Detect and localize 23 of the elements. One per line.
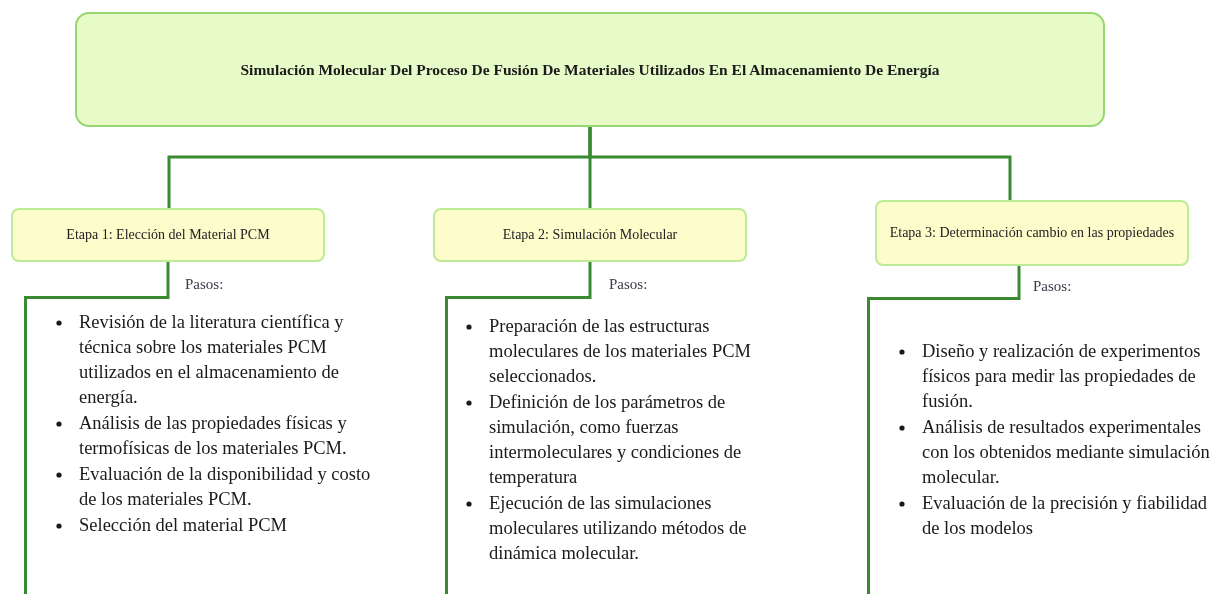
bullet-item: Análisis de las propiedades físicas y termofísicas de los materiales PCM. <box>79 412 348 460</box>
bullet-item: Definición de los parámetros de simulación, como fuerzas intermoleculares y condiciones de temperatura <box>489 391 743 489</box>
connector-line <box>588 127 1012 200</box>
bullet-item: Preparación de las estructuras moleculares de los materiales PCM seleccionados. <box>489 315 753 388</box>
connector-line <box>446 262 592 299</box>
stage-title: Etapa 1: Elección del Material PCM <box>66 226 270 245</box>
connector-line <box>25 262 170 299</box>
bullet-item: Evaluación de la precisión y fiabilidad de los modelos <box>922 492 1209 540</box>
bullet-item: Selección del material PCM <box>79 514 289 537</box>
bullet-item: Análisis de resultados experimentales con los obtenidos mediante simulación molecular. <box>922 416 1211 489</box>
stage-box <box>11 208 325 262</box>
stage-box <box>433 208 747 262</box>
stage-title: Etapa 2: Simulación Molecular <box>502 226 678 245</box>
bullet-item: Revisión de la literatura científica y técnica sobre los materiales PCM utilizados en el almacenamiento de energía. <box>79 311 345 409</box>
bullet-item: Ejecución de las simulaciones moleculares utilizando métodos de dinámica molecular. <box>489 492 748 565</box>
bullet-item: Diseño y realización de experimentos físicos para medir las propiedades de fusión. <box>922 340 1202 413</box>
connector-line <box>868 266 1021 300</box>
step-list-panel <box>867 297 1212 594</box>
title-box <box>75 12 1105 127</box>
stage-title: Etapa 3: Determinación cambio en las propiedades <box>889 224 1175 243</box>
stage-box <box>875 200 1189 266</box>
title-text: Simulación Molecular Del Proceso De Fusión De Materiales Utilizados En El Almacenamiento De Energía <box>240 60 940 79</box>
bullet-item: Evaluación de la disponibilidad y costo de los materiales PCM. <box>79 463 372 511</box>
